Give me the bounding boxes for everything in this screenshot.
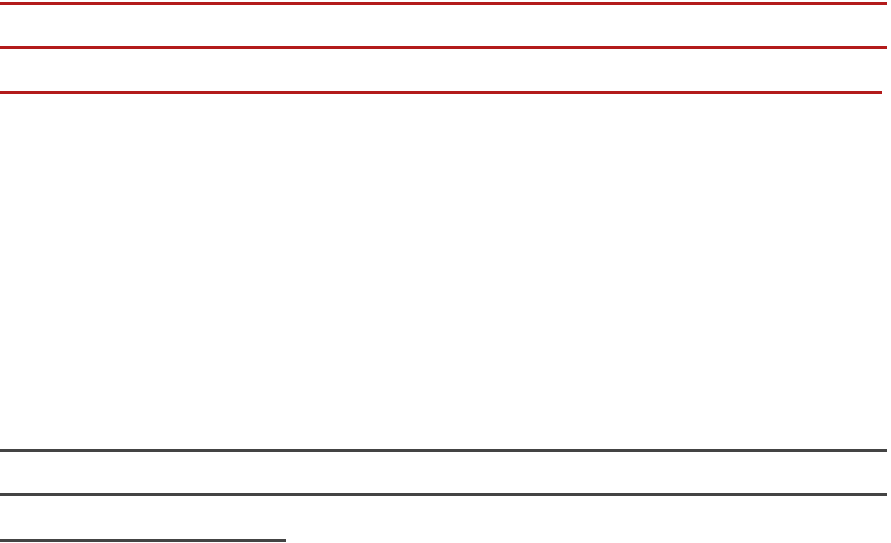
short-gray-rule bbox=[0, 539, 286, 542]
bottom-gray-rule-1 bbox=[0, 449, 887, 452]
second-red-rule bbox=[0, 46, 887, 49]
top-red-rule bbox=[0, 2, 887, 5]
bottom-gray-rule-2 bbox=[0, 493, 887, 496]
third-red-rule bbox=[0, 91, 882, 94]
content-area-blank bbox=[0, 95, 887, 445]
